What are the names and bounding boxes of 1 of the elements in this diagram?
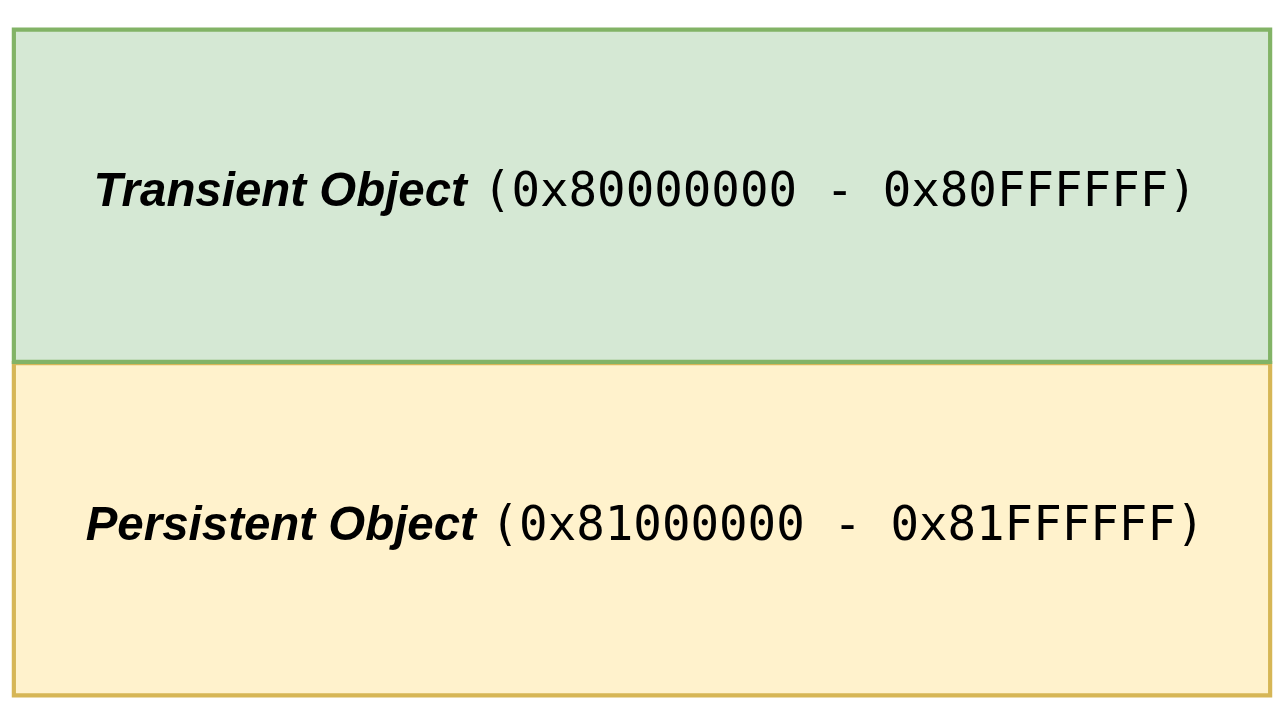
- node-box: Transient Object (0x80000000 - 0x80FFFFFF): [11, 27, 1273, 364]
